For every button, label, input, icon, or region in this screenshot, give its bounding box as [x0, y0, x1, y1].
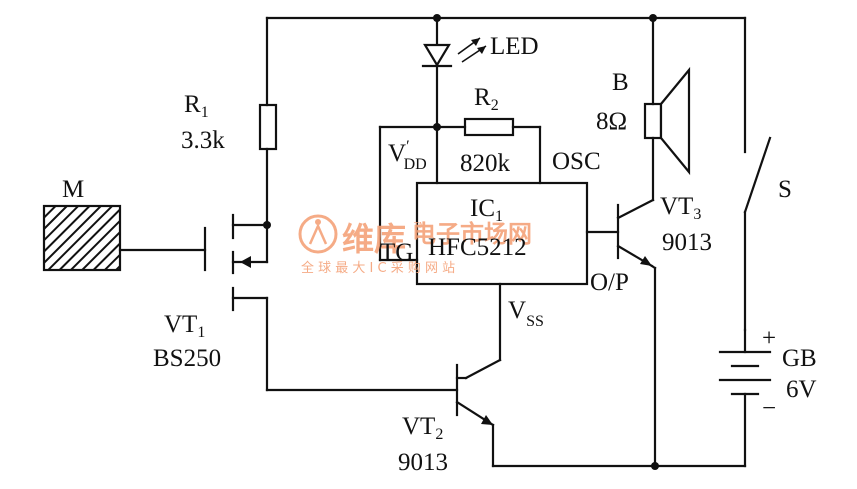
ic1-chip [378, 181, 620, 380]
label-b: B [612, 69, 629, 96]
label-vt1-part: BS250 [153, 345, 221, 372]
label-vss: VSS [508, 297, 544, 330]
label-r1: R1 [184, 91, 209, 121]
led [421, 16, 487, 131]
sensor-m [42, 204, 207, 272]
label-tg: TG [380, 239, 413, 266]
label-vt2-part: 9013 [398, 449, 448, 476]
transistor-vt2 [265, 363, 747, 468]
resistor-r2 [378, 117, 542, 262]
label-gb: GB [782, 345, 817, 372]
watermark: 维库 电子市场网 TM 全 球 最 大 I C 采 购 网 站 [298, 214, 532, 276]
label-battery-plus: + [762, 325, 776, 352]
watermark-title: 电子市场网 [412, 220, 532, 248]
label-vt1: VT1 [164, 311, 205, 341]
label-r1-value: 3.3k [181, 127, 225, 154]
label-s: S [778, 176, 792, 203]
label-r2: R2 [474, 84, 499, 114]
watermark-slogan: 全 球 最 大 I C 采 购 网 站 [301, 260, 455, 276]
label-vdd: V′DD [388, 138, 427, 173]
label-r2-value: 820k [460, 150, 511, 177]
top-rail [265, 14, 747, 22]
battery-gb [718, 328, 772, 468]
label-vt3: VT3 [660, 193, 701, 223]
label-vt2: VT2 [402, 413, 443, 443]
label-osc: OSC [552, 148, 601, 175]
watermark-brand: 维库 [342, 220, 406, 258]
label-op: O/P [590, 269, 629, 296]
label-vt3-part: 9013 [662, 229, 712, 256]
label-ic1-part: HFC5212 [428, 234, 527, 261]
label-battery-minus: − [762, 395, 776, 422]
label-gb-value: 6V [786, 376, 817, 403]
transistor-vt3 [616, 198, 659, 470]
speaker-b [643, 16, 691, 202]
label-ic1: IC1 [470, 195, 503, 225]
watermark-tm: TM [413, 221, 426, 230]
resistor-r1 [258, 16, 278, 229]
watermark-logo-icon [298, 214, 338, 254]
label-m: M [62, 176, 84, 203]
switch-s [743, 16, 772, 332]
label-led: LED [490, 33, 539, 60]
label-b-value: 8Ω [596, 108, 627, 135]
